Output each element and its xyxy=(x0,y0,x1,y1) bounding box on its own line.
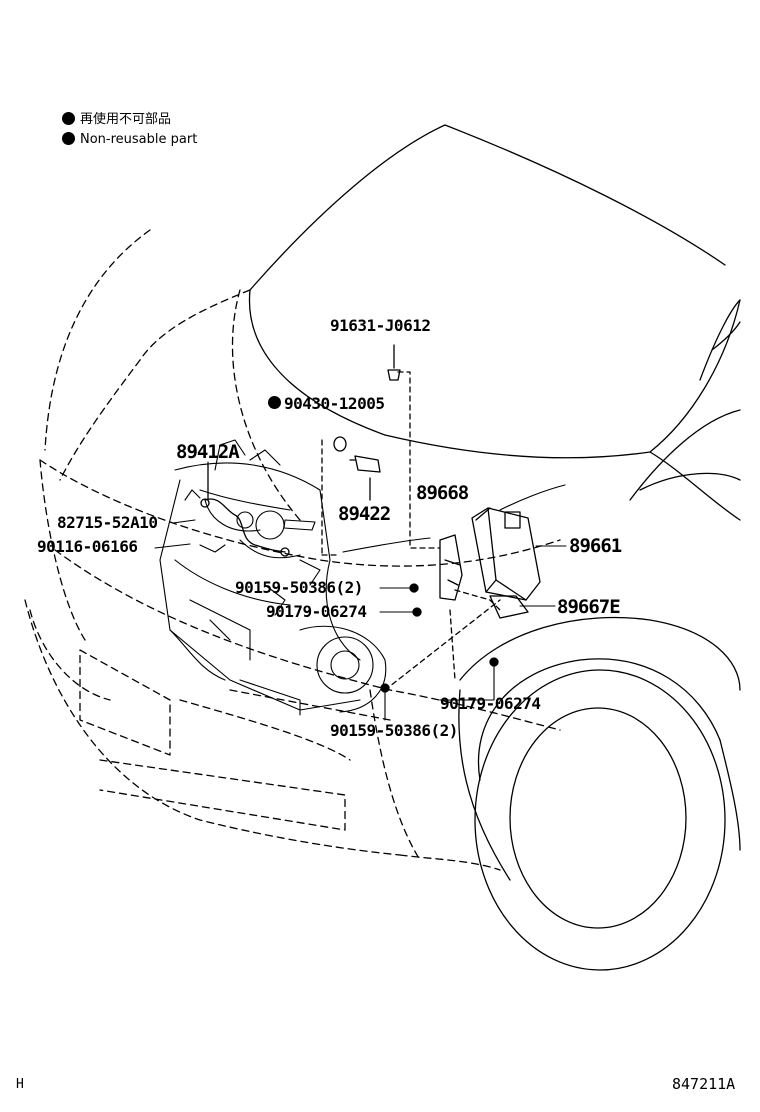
part-label-89412A[interactable]: 89412A xyxy=(176,441,240,463)
corner-code: H xyxy=(16,1077,24,1092)
part-label-90430[interactable]: 90430-12005 xyxy=(268,394,385,413)
part-label-90159-lower[interactable]: 90159-50386(2) xyxy=(330,721,458,740)
fasteners xyxy=(380,583,499,693)
part-label-90116[interactable]: 90116-06166 xyxy=(37,537,138,556)
sensor-wiring xyxy=(200,464,290,557)
part-label-89661[interactable]: 89661 xyxy=(569,535,622,557)
part-label-89668[interactable]: 89668 xyxy=(416,482,469,504)
non-reusable-dot-icon xyxy=(268,396,281,409)
legend-text-jp: 再使用不可部品 xyxy=(80,112,172,127)
bolt-91631 xyxy=(387,344,401,381)
pressure-sensor xyxy=(333,436,381,501)
part-label-90179-upper[interactable]: 90179-06274 xyxy=(266,602,367,621)
windshield-pillar xyxy=(629,299,741,521)
part-label-91631[interactable]: 91631-J0612 xyxy=(330,316,431,335)
part-label-89422[interactable]: 89422 xyxy=(338,503,391,525)
front-wheel xyxy=(458,616,741,971)
part-label-89667E[interactable]: 89667E xyxy=(557,596,621,618)
part-label-82715[interactable]: 82715-52A10 xyxy=(57,513,158,532)
part-label-90430-text: 90430-12005 xyxy=(284,394,385,413)
leader-lines xyxy=(321,371,501,691)
non-reusable-dot-icon xyxy=(62,132,75,145)
legend-item-jp: 再使用不可部品 xyxy=(62,112,171,128)
non-reusable-dot-icon xyxy=(62,112,75,125)
part-label-90159-upper[interactable]: 90159-50386(2) xyxy=(235,578,363,597)
brackets xyxy=(439,534,529,619)
figure-id: 847211A xyxy=(672,1075,736,1093)
part-label-90179-lower[interactable]: 90179-06274 xyxy=(440,694,541,713)
legend-item-en: Non-reusable part xyxy=(62,132,197,148)
label-leaders xyxy=(154,461,567,721)
legend-text-en: Non-reusable part xyxy=(80,132,198,147)
hood-outline xyxy=(59,124,741,481)
ecu-89661 xyxy=(471,507,541,601)
front-bumper xyxy=(29,609,421,861)
